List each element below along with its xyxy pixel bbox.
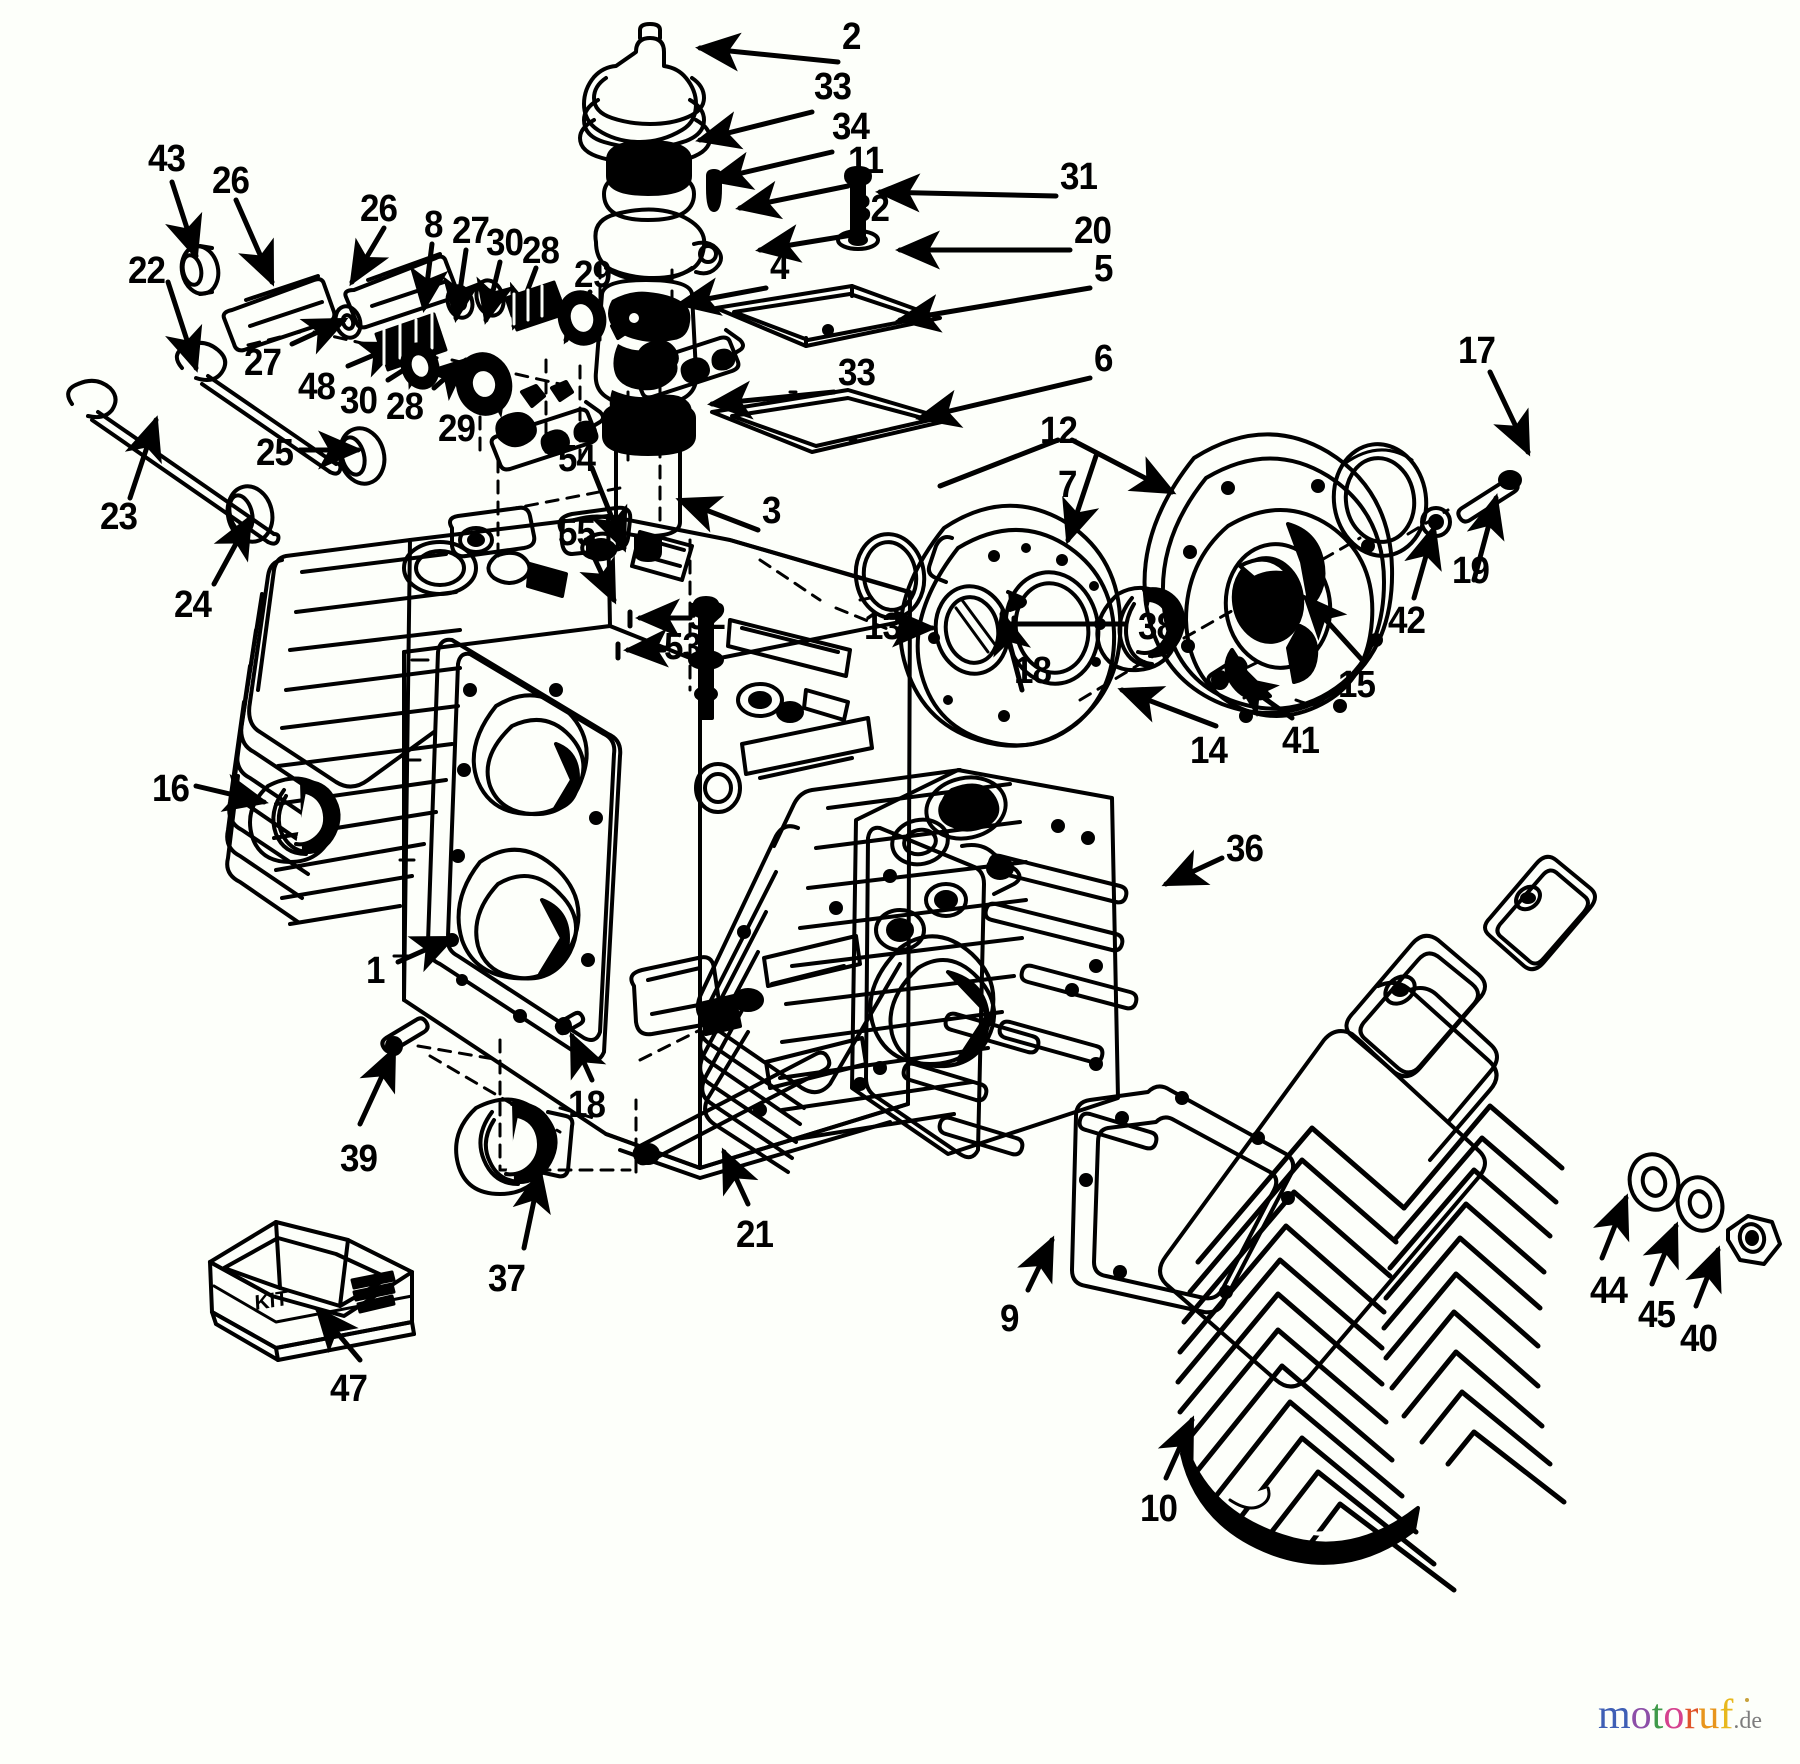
callout-number-41: 41 <box>1282 720 1320 762</box>
callout-number-29a: 29 <box>574 254 612 296</box>
callout-number-22: 22 <box>128 250 166 292</box>
head-studs <box>901 853 1159 1157</box>
callout-number-28b: 28 <box>386 386 424 428</box>
callout-number-43: 43 <box>148 138 186 180</box>
gasket-6 <box>710 388 952 454</box>
bolt-31-washer-20 <box>836 166 880 251</box>
callout-number-28a: 28 <box>522 230 560 272</box>
callout-number-36: 36 <box>1226 828 1264 870</box>
callout-number-4: 4 <box>770 246 789 288</box>
watermark-motoruf: motoruf.de <box>1598 1694 1762 1736</box>
callout-number-44: 44 <box>1590 1270 1628 1312</box>
callout-number-10: 10 <box>1140 1488 1178 1530</box>
callout-number-15: 15 <box>1338 664 1376 706</box>
callout-number-32: 32 <box>852 188 890 230</box>
right-cylinder <box>695 768 1159 1174</box>
callout-number-33b: 33 <box>838 352 876 394</box>
callout-number-27b: 27 <box>244 342 282 384</box>
bushings <box>248 776 832 1196</box>
callout-number-38: 38 <box>1138 606 1176 648</box>
callout-number-12: 12 <box>1040 410 1078 452</box>
watermark-letter: f <box>1719 1692 1734 1738</box>
callout-number-21: 21 <box>736 1214 774 1256</box>
watermark-letter: o <box>1630 1692 1652 1738</box>
breather-stack <box>578 22 723 562</box>
callout-number-18b: 18 <box>568 1084 606 1126</box>
callout-number-24: 24 <box>174 584 212 626</box>
callout-number-5: 5 <box>1094 248 1113 290</box>
callout-number-17: 17 <box>1458 330 1496 372</box>
callout-number-34: 34 <box>832 106 870 148</box>
callout-number-27a: 27 <box>452 210 490 252</box>
watermark-letter: o <box>1663 1692 1685 1738</box>
leader-lines <box>124 32 1722 1481</box>
callout-number-3: 3 <box>762 490 781 532</box>
callout-number-26b: 26 <box>360 188 398 230</box>
callout-number-45: 45 <box>1638 1294 1676 1336</box>
callout-number-30a: 30 <box>486 222 524 264</box>
cylinder-head-10 <box>1158 854 1597 1593</box>
kit-box <box>208 1220 416 1362</box>
callout-number-8: 8 <box>424 204 443 246</box>
callout-number-19: 19 <box>1452 550 1490 592</box>
callout-number-20: 20 <box>1074 210 1112 252</box>
callout-number-30b: 30 <box>340 380 378 422</box>
callout-number-16: 16 <box>152 768 190 810</box>
callout-number-26a: 26 <box>212 160 250 202</box>
callout-number-11: 11 <box>848 140 884 182</box>
callout-number-42: 42 <box>1388 600 1426 642</box>
callout-number-9: 9 <box>1000 1298 1019 1340</box>
callout-number-55: 55 <box>558 512 596 554</box>
callout-number-48: 48 <box>298 366 336 408</box>
callout-number-13: 13 <box>864 606 902 648</box>
watermark-letter: m <box>1598 1692 1631 1738</box>
callout-number-1: 1 <box>366 950 385 992</box>
watermark-letter: t <box>1651 1692 1664 1738</box>
callout-number-7: 7 <box>1058 464 1077 506</box>
callout-number-6: 6 <box>1094 338 1113 380</box>
callout-number-54: 54 <box>558 438 596 480</box>
callout-number-37: 37 <box>488 1258 526 1300</box>
watermark-suffix: .de <box>1733 1708 1762 1734</box>
callout-number-39: 39 <box>340 1138 378 1180</box>
callout-number-14: 14 <box>1190 730 1228 772</box>
gasket-5 <box>714 284 942 348</box>
fasteners-44-45-40 <box>1627 1152 1782 1266</box>
callout-number-47: 47 <box>330 1368 368 1410</box>
watermark-letter: u <box>1698 1692 1720 1738</box>
callout-number-29b: 29 <box>438 408 476 450</box>
callout-number-53: 53 <box>664 626 702 668</box>
watermark-dot <box>1745 1698 1749 1702</box>
callout-number-18a: 18 <box>1014 650 1052 692</box>
callout-number-33a: 33 <box>814 66 852 108</box>
callout-number-23: 23 <box>100 496 138 538</box>
side-cover-assembly <box>853 432 1522 748</box>
callout-number-52: 52 <box>688 596 726 638</box>
callout-number-2: 2 <box>842 16 861 58</box>
hidden-construction-lines <box>246 264 1450 1174</box>
callout-number-40: 40 <box>1680 1318 1718 1360</box>
valve-assembly-left <box>66 244 745 546</box>
callout-number-31: 31 <box>1060 156 1098 198</box>
watermark-letter: r <box>1684 1692 1699 1738</box>
callout-number-25: 25 <box>256 432 294 474</box>
